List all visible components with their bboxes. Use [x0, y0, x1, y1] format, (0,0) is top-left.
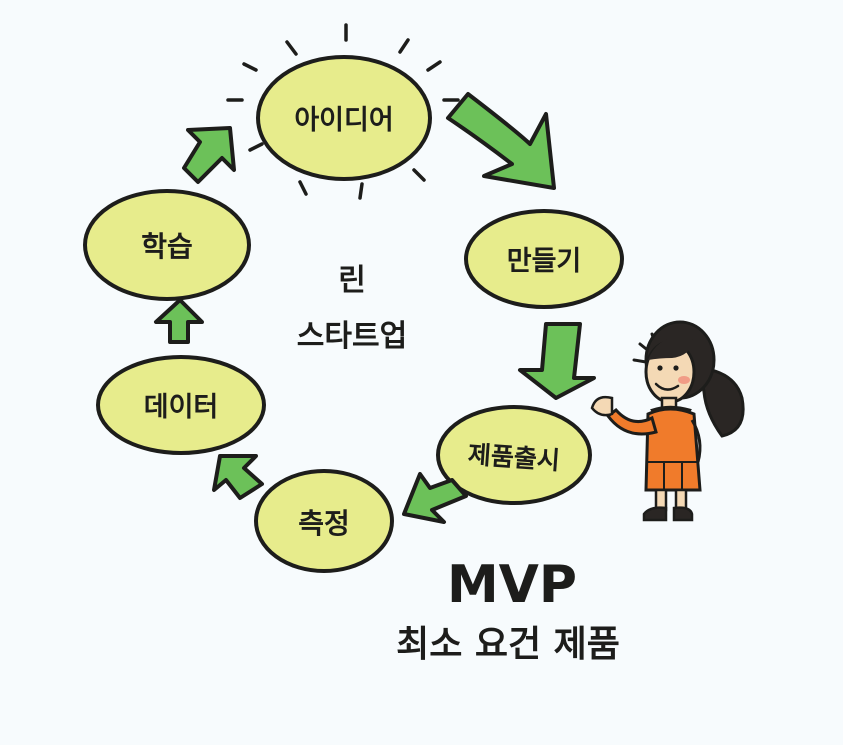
arrow-launch-to-measure [402, 472, 468, 524]
mvp-title: MVP [447, 555, 577, 615]
center-title-line1: 린 [338, 263, 366, 298]
launch-label: 제품출시 [467, 440, 561, 475]
build-bubble [464, 209, 624, 309]
learn-label: 학습 [141, 230, 193, 263]
presenter-character-illustration [590, 320, 745, 522]
mvp-subtitle: 최소 요건 제품 [396, 624, 620, 665]
arrow-idea-to-build [446, 92, 556, 190]
data-bubble [96, 355, 266, 455]
arrow-measure-to-data [212, 454, 264, 500]
arrow-build-to-launch [518, 322, 596, 400]
build-label: 만들기 [507, 246, 582, 277]
arrow-learn-to-idea [182, 126, 236, 184]
measure-bubble [254, 469, 394, 573]
center-title-line2: 스타트업 [297, 319, 407, 354]
measure-label: 측정 [298, 507, 350, 540]
idea-bubble [256, 55, 432, 181]
idea-label: 아이디어 [294, 105, 393, 136]
idea-sun-rays [226, 23, 460, 200]
data-label: 데이터 [144, 392, 219, 423]
arrow-data-to-learn [154, 298, 204, 344]
launch-bubble [436, 405, 592, 505]
learn-bubble [83, 189, 251, 301]
